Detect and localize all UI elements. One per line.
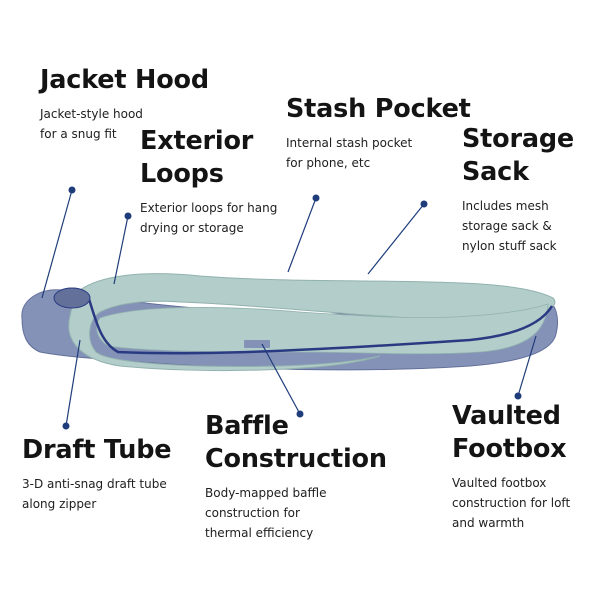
feature-storage-sack: Storage Sack Includes mesh storage sack … (462, 123, 574, 256)
brand-label-tag (244, 340, 270, 348)
feature-title: Jacket Hood (40, 65, 209, 95)
leader-exterior-loops (113, 212, 132, 285)
feature-title: Vaulted Footbox (452, 401, 567, 464)
feature-description: Body-mapped baffle construction for ther… (205, 486, 327, 540)
leader-jacket-hood (41, 186, 76, 299)
leader-baffle-construction (261, 343, 304, 418)
zipper-line (86, 295, 554, 355)
feature-title: Stash Pocket (286, 94, 471, 124)
leader-vaulted-footbox (514, 335, 537, 400)
feature-description: Internal stash pocket for phone, etc (286, 136, 413, 170)
leader-storage-sack (367, 200, 428, 275)
feature-draft-tube: Draft Tube 3-D anti-snag draft tube alon… (22, 434, 172, 514)
feature-exterior-loops: Exterior Loops Exterior loops for hang d… (140, 125, 277, 238)
feature-title: Baffle Construction (205, 411, 387, 474)
feature-description: Jacket-style hood for a snug fit (40, 107, 143, 141)
feature-description: 3-D anti-snag draft tube along zipper (22, 477, 167, 511)
feature-baffle-construction: Baffle Construction Body-mapped baffle c… (205, 410, 387, 543)
leader-draft-tube (62, 339, 81, 430)
bag-shell (68, 273, 556, 372)
feature-title: Exterior Loops (140, 126, 254, 189)
hood-opening (53, 287, 91, 309)
feature-stash-pocket: Stash Pocket Internal stash pocket for p… (286, 93, 471, 173)
feature-description: Includes mesh storage sack & nylon stuff… (462, 199, 557, 253)
feature-vaulted-footbox: Vaulted Footbox Vaulted footbox construc… (452, 400, 570, 533)
feature-description: Exterior loops for hang drying or storag… (140, 201, 278, 235)
leader-stash-pocket (287, 194, 320, 273)
feature-title: Storage Sack (462, 124, 575, 187)
feature-jacket-hood: Jacket Hood Jacket-style hood for a snug… (40, 64, 209, 144)
feature-title: Draft Tube (22, 435, 172, 465)
feature-description: Vaulted footbox construction for loft an… (452, 476, 571, 530)
